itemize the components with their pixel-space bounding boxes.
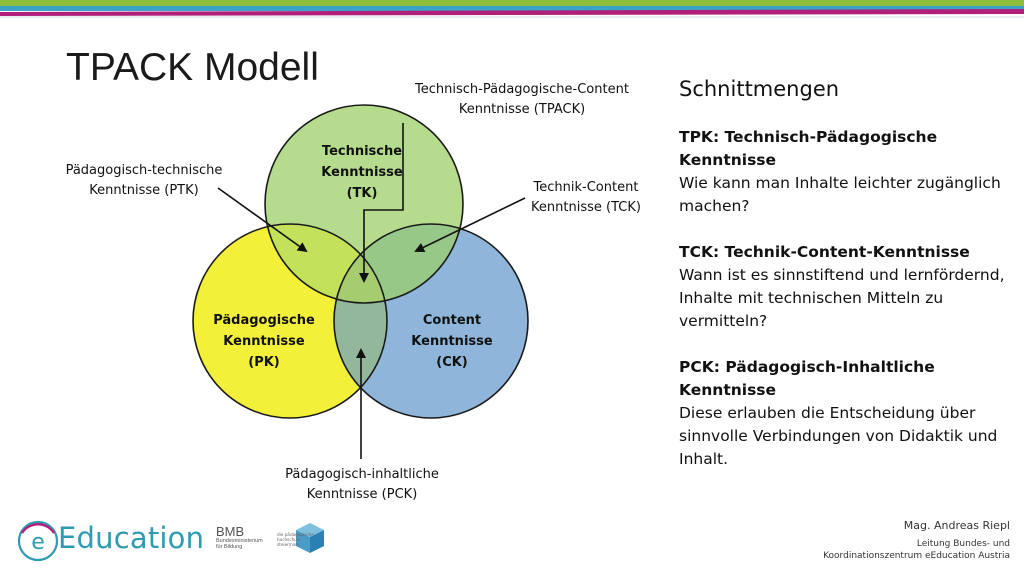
panel-heading: Schnittmengen — [679, 77, 840, 101]
pk-label-1: Pädagogische — [213, 313, 315, 328]
ck-label-2: Kenntnisse — [411, 334, 493, 349]
author-info: Mag. Andreas Riepl Leitung Bundes- und K… — [823, 519, 1010, 562]
author-name: Mag. Andreas Riepl — [903, 519, 1010, 532]
panel-item-line: machen? — [679, 197, 750, 215]
panel-item-line: vermitteln? — [679, 312, 768, 330]
schnittmengen-panel: Schnittmengen TPK: Technisch-Pädagogisch… — [679, 72, 1019, 494]
panel-item-tck: TCK: Technik-Content-Kenntnisse Wann ist… — [679, 241, 1019, 333]
arrow-ptk — [217, 187, 308, 253]
panel-item-tpk: TPK: Technisch-Pädagogische Kenntnisse W… — [679, 126, 1019, 218]
region-tpk — [265, 224, 387, 303]
page-title: TPACK Modell — [66, 46, 319, 89]
svg-text:hochschule: hochschule — [277, 537, 301, 542]
panel-item-line: sinnvolle Verbindungen von Didaktik und — [679, 427, 998, 445]
tck-label-2: Kenntnisse (TCK) — [531, 200, 641, 215]
panel-item-line: Wie kann man Inhalte leichter zugänglich — [679, 174, 1001, 192]
bmb-abbr: BMB — [216, 524, 245, 539]
panel-item-line: Diese erlauben die Entscheidung über — [679, 404, 976, 422]
arrow-tck — [414, 197, 526, 252]
eeducation-logo-text: Education — [58, 521, 205, 555]
panel-item-head: TCK: Technik-Content-Kenntnisse — [679, 243, 970, 261]
ptk-label-2: Kenntnisse (PTK) — [89, 183, 198, 198]
pck-label-2: Kenntnisse (PCK) — [307, 487, 418, 502]
ck-label-3: (CK) — [436, 355, 468, 370]
tck-label-1: Technik-Content — [533, 180, 639, 195]
ptk-label-1: Pädagogisch-technische — [66, 163, 223, 178]
svg-text:die pädagogische: die pädagogische — [277, 532, 314, 537]
tk-label-2: Kenntnisse — [321, 165, 403, 180]
bmb-sub-2: für Bildung — [216, 544, 243, 550]
tpack-label-1: Technisch-Pädagogische-Content — [414, 82, 629, 97]
svg-text:steiermark: steiermark — [277, 542, 300, 547]
pk-label-2: Kenntnisse — [223, 334, 305, 349]
tk-label-3: (TK) — [347, 186, 378, 201]
header-stripes — [0, 0, 1024, 18]
panel-item-line: Wann ist es sinnstiftend und lernfördern… — [679, 266, 1005, 284]
tpack-venn-diagram: Technische Kenntnisse (TK) Pädagogische … — [66, 82, 641, 502]
tpack-label-2: Kenntnisse (TPACK) — [459, 102, 585, 117]
bmb-sub-1: Bundesministerium — [216, 538, 263, 544]
svg-text:e: e — [31, 530, 45, 555]
author-role-2: Koordinationszentrum eEducation Austria — [823, 551, 1010, 561]
ph-steiermark-logo-icon: die pädagogische hochschule steiermark — [277, 523, 324, 553]
panel-item-line: Inhalte mit technischen Mitteln zu — [679, 289, 944, 307]
pk-label-3: (PK) — [248, 355, 279, 370]
panel-item-head: PCK: Pädagogisch-Inhaltliche Kenntnisse — [679, 358, 935, 399]
eeducation-logo-icon: e — [17, 520, 59, 562]
tk-label-1: Technische — [322, 144, 402, 159]
pck-label-1: Pädagogisch-inhaltliche — [285, 467, 439, 482]
panel-item-pck: PCK: Pädagogisch-Inhaltliche Kenntnisse … — [679, 356, 1019, 471]
region-tck — [334, 224, 463, 303]
ck-label-1: Content — [423, 313, 481, 328]
panel-item-head: TPK: Technisch-Pädagogische Kenntnisse — [679, 128, 938, 169]
panel-item-line: Inhalt. — [679, 450, 729, 468]
bmb-logo: BMB Bundesministerium für Bildung — [216, 525, 263, 550]
arrow-tpack — [359, 123, 404, 283]
author-role-1: Leitung Bundes- und — [916, 539, 1010, 549]
